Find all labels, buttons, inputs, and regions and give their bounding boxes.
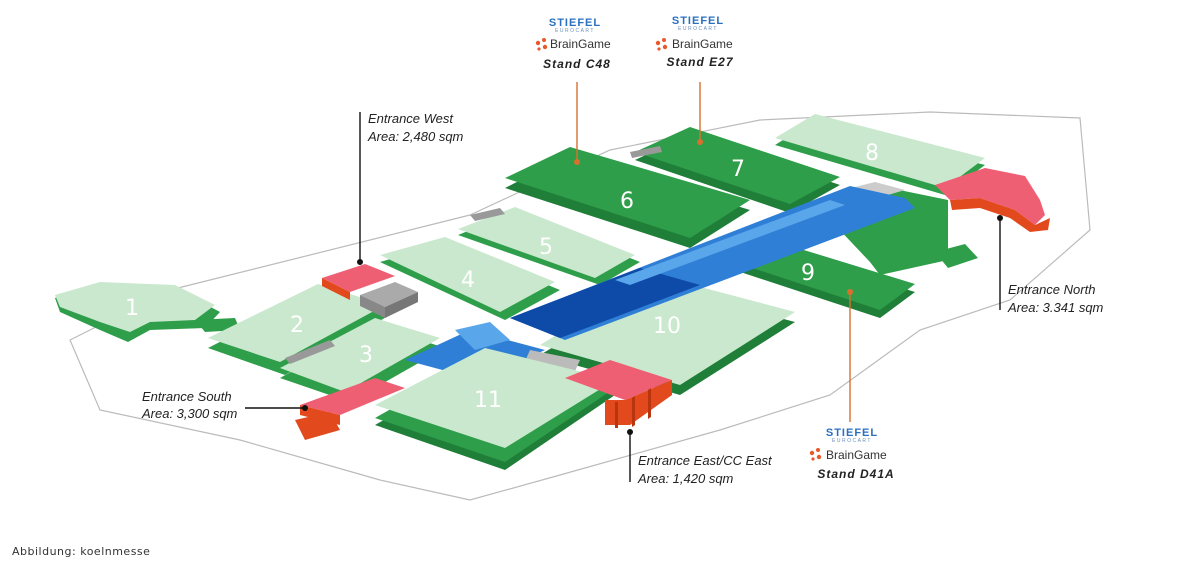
hall-3-label: 3 — [359, 343, 373, 368]
stiefel-logo: STIEFEL — [549, 17, 601, 29]
hall-8[interactable]: 8 — [775, 114, 985, 195]
hall-7[interactable]: 7 — [635, 127, 840, 213]
stand-e27: STIEFEL EUROCART BrainGame Stand E27 — [655, 15, 733, 69]
stiefel-logo: STIEFEL — [672, 15, 724, 27]
svg-text:BrainGame: BrainGame — [672, 37, 733, 51]
entrance-north-label: Entrance North Area: 3.341 sqm — [1007, 282, 1104, 315]
hall-6-label: 6 — [620, 189, 634, 214]
hall-2-label: 2 — [290, 313, 304, 338]
stand-label: Stand C48 — [543, 57, 611, 71]
hall-9-label: 9 — [801, 261, 815, 286]
svg-text:Area: 2,480 sqm: Area: 2,480 sqm — [367, 129, 464, 144]
corridor — [405, 186, 915, 380]
hall-6[interactable]: 6 — [505, 147, 750, 248]
entrance-east-label: Entrance East/CC East Area: 1,420 sqm — [637, 453, 773, 486]
svg-text:Area: 3,300 sqm: Area: 3,300 sqm — [141, 406, 238, 421]
svg-text:EUROCART: EUROCART — [832, 438, 872, 444]
svg-text:Entrance North: Entrance North — [1008, 282, 1095, 297]
stand-c48: STIEFEL EUROCART BrainGame Stand C48 — [535, 17, 611, 71]
hall-4-label: 4 — [461, 268, 475, 293]
hall-11[interactable]: 11 — [375, 348, 615, 470]
stand-d41a: STIEFEL EUROCART BrainGame Stand D41A — [809, 427, 894, 481]
svg-text:Entrance East/CC East: Entrance East/CC East — [638, 453, 773, 468]
svg-text:Area: 3.341 sqm: Area: 3.341 sqm — [1007, 300, 1104, 315]
entrance-east-building[interactable] — [565, 360, 672, 428]
svg-text:EUROCART: EUROCART — [555, 28, 595, 34]
svg-text:Entrance West: Entrance West — [368, 111, 454, 126]
hall-5[interactable]: 5 — [458, 207, 640, 285]
hall-2[interactable]: 2 — [208, 284, 390, 375]
entrance-south-building[interactable] — [295, 378, 405, 440]
braingame-icon — [809, 448, 822, 461]
hall-4[interactable]: 4 — [380, 237, 560, 320]
hall-5-label: 5 — [539, 235, 553, 260]
entrance-south-label: Entrance South Area: 3,300 sqm — [141, 389, 238, 421]
entrance-west-building[interactable] — [322, 264, 418, 318]
svg-text:BrainGame: BrainGame — [826, 448, 887, 462]
hall-8-label: 8 — [865, 141, 879, 166]
hall-3[interactable]: 3 — [280, 318, 445, 402]
hall-11-label: 11 — [474, 388, 502, 413]
entrance-west-label: Entrance West Area: 2,480 sqm — [367, 111, 464, 144]
svg-text:Entrance South: Entrance South — [142, 389, 232, 404]
svg-text:BrainGame: BrainGame — [550, 37, 611, 51]
hall-1[interactable]: 1 — [55, 282, 240, 342]
hall-7-label: 7 — [731, 157, 745, 182]
svg-text:EUROCART: EUROCART — [678, 26, 718, 32]
braingame-icon — [535, 38, 548, 51]
stand-label: Stand D41A — [817, 467, 894, 481]
stiefel-logo: STIEFEL — [826, 427, 878, 439]
hall-10-label: 10 — [653, 314, 681, 339]
image-credit: Abbildung: koelnmesse — [12, 545, 151, 558]
hall-1-label: 1 — [125, 296, 139, 321]
stand-label: Stand E27 — [666, 55, 733, 69]
svg-text:Area: 1,420 sqm: Area: 1,420 sqm — [637, 471, 734, 486]
braingame-icon — [655, 38, 668, 51]
